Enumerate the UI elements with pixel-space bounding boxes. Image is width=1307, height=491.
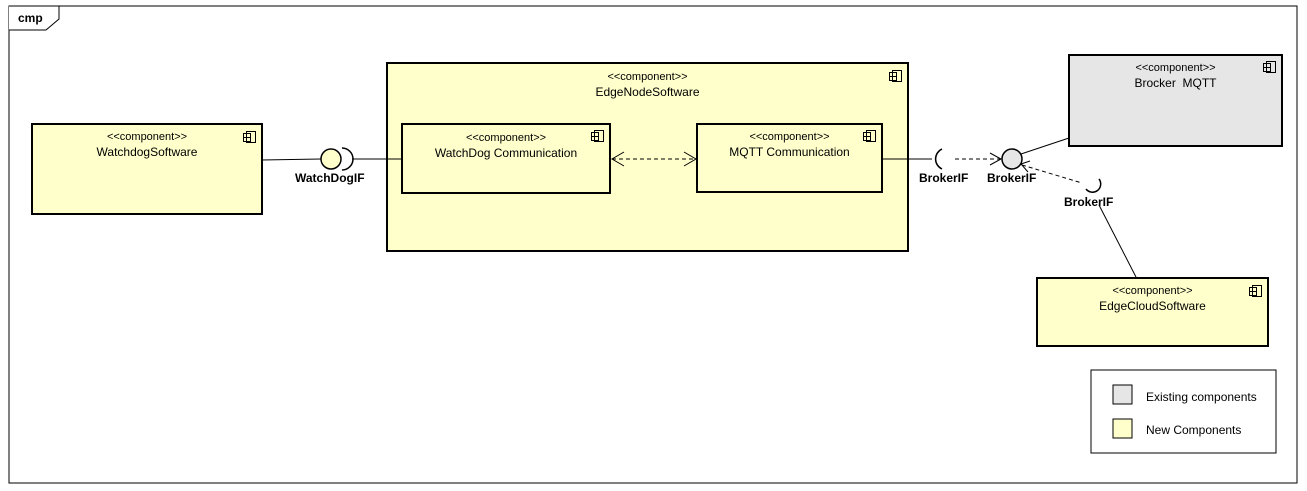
- broker-provided-line: [1020, 137, 1070, 155]
- mqtt-communication-stereotype: <<component>>: [749, 131, 830, 143]
- mqtt-communication-box: [696, 123, 883, 193]
- broker-if-socket: [934, 148, 943, 170]
- broker-if-required-label: BrokerIF: [919, 171, 969, 185]
- component-icon: [243, 131, 256, 143]
- watchdog-software-box: [31, 123, 263, 215]
- brocker-mqtt-name: Brocker MQTT: [1134, 76, 1217, 90]
- component-icon: [863, 130, 876, 142]
- brocker-mqtt-box: [1068, 54, 1283, 147]
- legend-existing-swatch: [1112, 384, 1133, 405]
- component-icon: [591, 130, 604, 142]
- edge-node-software-name: EdgeNodeSoftware: [595, 85, 700, 99]
- legend-new-swatch: [1112, 418, 1133, 439]
- edge-node-software-stereotype: <<component>>: [607, 71, 688, 83]
- internal-arrow-left: [611, 151, 625, 167]
- watchdog-communication-name: WatchDog Communication: [434, 146, 578, 160]
- frame-label: cmp: [18, 11, 43, 25]
- legend-box: [1090, 369, 1277, 454]
- watchdog-software-stereotype: <<component>>: [106, 131, 188, 143]
- broker-if-ball: [1001, 148, 1023, 170]
- broker-dependency-arrow: [989, 152, 1003, 166]
- component-icon: [1263, 61, 1276, 73]
- cloud-broker-dependency: [1021, 164, 1083, 184]
- component-icon: [1249, 285, 1262, 297]
- watchdog-if-label: WatchDogIF: [295, 171, 365, 185]
- cloud-required-line: [1098, 204, 1137, 278]
- broker-if-provided-label: BrokerIF: [987, 171, 1037, 185]
- edge-cloud-software-stereotype: <<component>>: [1112, 285, 1193, 297]
- watchdog-if-ball: [320, 148, 342, 170]
- cloud-broker-arrow: [1020, 160, 1031, 173]
- watchdog-communication-box: [401, 123, 611, 194]
- internal-arrow-right: [683, 151, 697, 167]
- legend-new-label: New Components: [1146, 423, 1242, 437]
- brocker-mqtt-stereotype: <<component>>: [1135, 62, 1216, 74]
- edge-cloud-software-name: EdgeCloudSoftware: [1099, 299, 1206, 313]
- cloud-broker-socket: [1085, 178, 1102, 193]
- watchdog-provided-line: [261, 158, 322, 161]
- watchdog-software-name: WatchdogSoftware: [96, 145, 198, 159]
- mqtt-communication-name: MQTT Communication: [729, 145, 850, 159]
- component-icon: [889, 70, 902, 82]
- watchdog-communication-stereotype: <<component>>: [465, 132, 547, 144]
- legend-existing-label: Existing components: [1146, 390, 1257, 404]
- broker-if-cloud-label: BrokerIF: [1064, 195, 1114, 209]
- edge-cloud-software-box: [1036, 277, 1269, 347]
- frame-tab: [9, 5, 60, 31]
